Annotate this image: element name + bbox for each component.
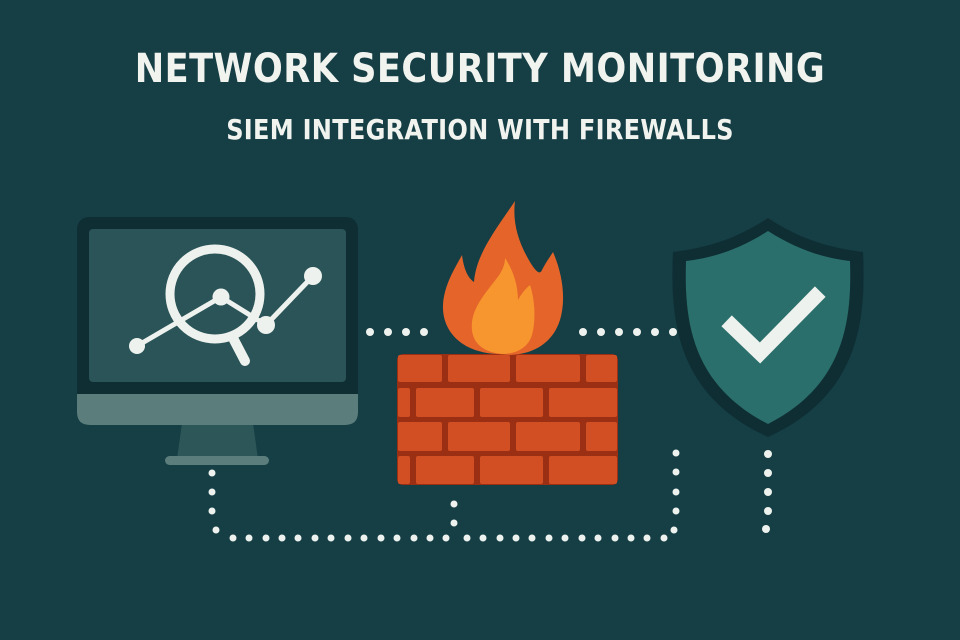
connector-monitor-firewall [366, 328, 428, 336]
connector-bottom-loop [208, 449, 680, 542]
monitor-analytics-icon [77, 217, 358, 465]
shield-check-icon [672, 218, 864, 437]
page-subtitle: SIEM INTEGRATION WITH FIREWALLS [226, 113, 734, 146]
firewall-icon [397, 201, 618, 485]
magnifier-icon [165, 244, 265, 366]
page-title: NETWORK SECURITY MONITORING [134, 46, 826, 92]
checkmark-icon [721, 286, 826, 364]
flame-icon [442, 201, 564, 355]
connector-firewall-shield [579, 328, 677, 336]
connector-shield-down [762, 450, 772, 533]
chart-points [129, 267, 322, 354]
